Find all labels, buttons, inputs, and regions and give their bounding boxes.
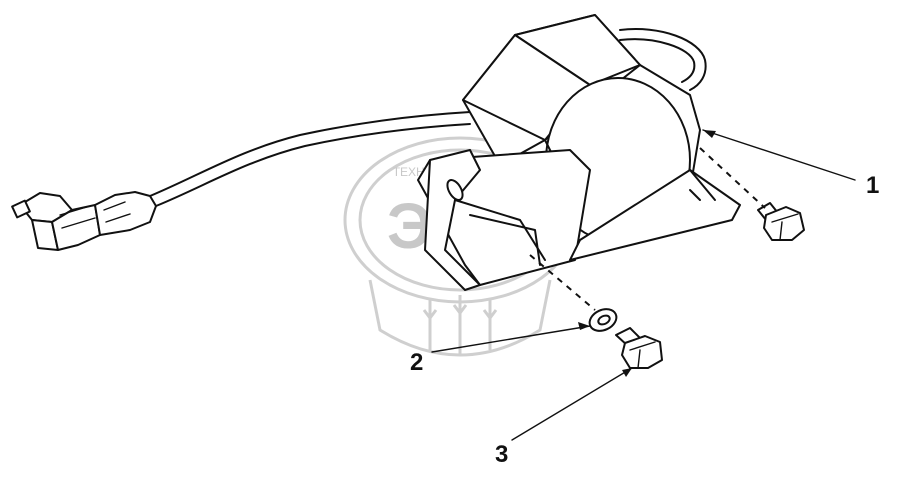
watermark-wheat-icon xyxy=(422,295,498,355)
mounting-bracket xyxy=(417,149,741,291)
leader-lines xyxy=(431,129,856,441)
callout-3: 3 xyxy=(495,441,508,468)
bolt-part-3 xyxy=(615,327,663,369)
callout-1: 1 xyxy=(866,172,879,199)
connector-plug xyxy=(11,191,157,251)
washer-part-2 xyxy=(588,308,618,332)
bolt-part-1 xyxy=(757,202,805,241)
cable xyxy=(149,28,707,207)
callout-2: 2 xyxy=(410,349,423,376)
assembly-lines xyxy=(529,147,766,311)
